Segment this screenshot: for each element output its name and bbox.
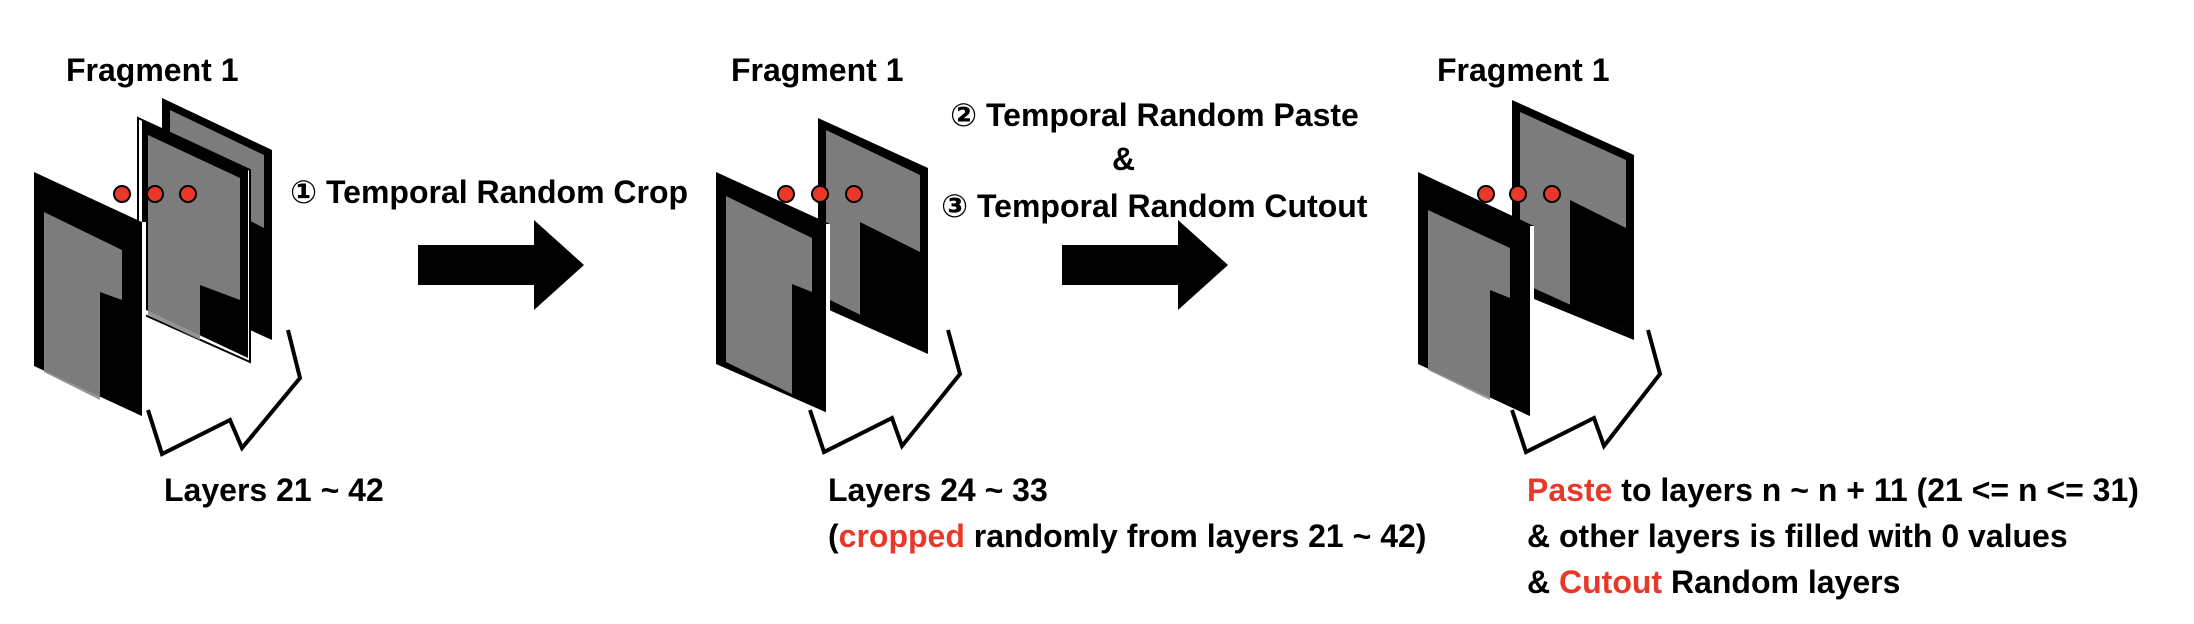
step-3-label: ③ Temporal Random Cutout (941, 188, 1368, 224)
layer-front (34, 172, 146, 418)
dot-1 (1477, 185, 1495, 203)
panel-1-caption: Layers 21 ~ 42 (164, 472, 384, 508)
panel-2-caption-line-2: (cropped randomly from layers 21 ~ 42) (828, 513, 1426, 559)
panel-3: Fragment 1 Paste to layers n ~ n + 11 (2… (1400, 0, 2194, 624)
panel-3-title: Fragment 1 (1437, 52, 1610, 88)
panel-1: Fragment 1 Layers 21 ~ 42 (0, 0, 700, 624)
panel-3-caption: Paste to layers n ~ n + 11 (21 <= n <= 3… (1527, 467, 2139, 605)
dot-3 (845, 185, 863, 203)
layer-stack-2 (716, 118, 963, 455)
fragment-front (1428, 210, 1510, 400)
step-2-label: ② Temporal Random Paste (950, 97, 1359, 133)
layer-stack-3 (1418, 100, 1663, 455)
panel-1-title: Fragment 1 (66, 52, 239, 88)
dot-3 (179, 185, 197, 203)
arrow-2 (1062, 220, 1228, 310)
brace-1 (146, 329, 303, 457)
fragment-back-cut (1570, 200, 1626, 330)
dot-2 (146, 185, 164, 203)
dot-1 (113, 185, 131, 203)
caption-prefix: ( (828, 518, 839, 554)
fragment-front (726, 196, 812, 394)
dot-2 (811, 185, 829, 203)
dot-1 (777, 185, 795, 203)
panel-2-title: Fragment 1 (731, 52, 904, 88)
caption-prefix: & (1527, 564, 1559, 600)
dot-2 (1509, 185, 1527, 203)
step-1-label: ① Temporal Random Crop (290, 174, 689, 210)
panel-2: Fragment 1 Layers 24 ~ 33 (cropped rando… (700, 0, 1426, 624)
panel-3-caption-line-3: & Cutout Random layers (1527, 559, 2139, 605)
panel-3-caption-line-1: Paste to layers n ~ n + 11 (21 <= n <= 3… (1527, 467, 2139, 513)
caption-suffix: Random layers (1662, 564, 1901, 600)
caption-highlight: cropped (838, 518, 965, 554)
panel-3-caption-line-2: & other layers is filled with 0 values (1527, 518, 2068, 554)
caption-highlight: Cutout (1559, 564, 1663, 600)
fragment-back-cut (860, 222, 920, 344)
caption-suffix: randomly from layers 21 ~ 42) (964, 518, 1427, 554)
dot-3 (1543, 185, 1561, 203)
caption-highlight: Paste (1527, 472, 1613, 508)
layer-stack-1 (34, 98, 303, 457)
brace-3 (1510, 329, 1663, 455)
step-amp-label: & (1112, 141, 1136, 177)
panel-2-caption: Layers 24 ~ 33 (cropped randomly from la… (828, 467, 1426, 559)
panel-2-caption-line-1: Layers 24 ~ 33 (828, 472, 1048, 508)
layer-middle (137, 116, 251, 364)
arrow-1 (418, 220, 584, 310)
brace-2 (808, 329, 963, 455)
caption-suffix: to layers n ~ n + 11 (21 <= n <= 31) (1612, 472, 2139, 508)
